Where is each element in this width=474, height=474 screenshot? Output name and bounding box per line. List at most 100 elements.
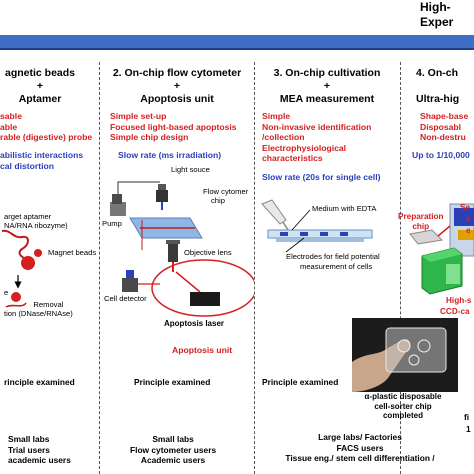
panel4-e-label: e [466, 226, 471, 235]
panel2-pros: Simple set-up Focused light-based apopto… [110, 111, 237, 143]
panel2-objective-label: Objective lens [184, 248, 232, 257]
panel2-light-label: Light souce [171, 165, 210, 174]
panel2-flow-line2: chip [211, 196, 225, 205]
panel3-pro-4: Electrophysiological [262, 142, 347, 153]
panel3-user-2: FACS users [336, 442, 384, 453]
plastic-chip-icon [385, 327, 447, 373]
panel2-user-1: Small labs [152, 434, 194, 444]
panel1-beads-label: Magnet beads [48, 248, 97, 257]
divider-2 [254, 62, 255, 474]
panel1-title-line3: Aptamer [18, 93, 62, 105]
panel4-diagram [409, 203, 474, 295]
panel2-cons: Slow rate (ms irradiation) [118, 150, 222, 160]
panel1-title: agnetic beads + Aptamer [0, 67, 90, 106]
flow-chip-icon [129, 217, 203, 239]
panel4-se-label: Se [460, 203, 471, 212]
panel2-pro-2: Focused light-based apoptosis [110, 121, 237, 132]
cell-detector-icon [122, 270, 138, 292]
panel3-pros: Simple Non-invasive identification /coll… [262, 111, 371, 164]
panel1-target-line2: NA/RNA ribozyme) [4, 221, 68, 230]
panel4-ccd-label: CCD-ca [440, 307, 470, 316]
divider-1 [99, 62, 100, 474]
panel3-pro-3: /collection [262, 132, 305, 142]
objective-lens-icon [166, 240, 180, 262]
panel3-cons: Slow rate (20s for single cell) [262, 172, 381, 182]
panel4-s-label: s [466, 214, 471, 223]
panel1-user-2: Trial users [8, 444, 50, 455]
panel1-removal-line1: Removal [33, 300, 64, 309]
panel2-detector-label: Cell detector [104, 294, 147, 303]
panel2-laser-label: Apoptosis laser [164, 319, 225, 328]
panel2-principle: Principle examined [134, 377, 211, 387]
panel2-title: 2. On-chip flow cytometer + Apoptosis un… [100, 67, 254, 106]
header-title: High- Exper [420, 0, 474, 30]
panel2-unit-label: Apoptosis unit [172, 345, 233, 355]
panel3-title-line1: 3. On-chip cultivation [273, 67, 381, 79]
panel1-removal-line2: tion (DNase/RNAse) [4, 309, 73, 318]
panel1-principle: rinciple examined [4, 377, 75, 387]
panel2-pro-3: Simple chip design [110, 132, 189, 142]
panel4-high-label: High-s [446, 296, 472, 305]
panel4-prep-label: Preparation chip [398, 212, 444, 231]
panel2-flow-label: Flow cytomer chip [203, 187, 248, 205]
panel4-title-line3: Ultra-hig [416, 93, 460, 105]
ccd-camera-icon [421, 247, 463, 295]
panel1-con-2: cal distortion [0, 160, 54, 171]
panel3-electrodes-line2: measurement of cells [300, 261, 373, 271]
panel1-title-line2: + [36, 80, 44, 92]
pump-icon [110, 194, 126, 216]
apoptosis-laser-icon [175, 271, 220, 306]
panel1-user-3: academic users [8, 455, 71, 465]
panel2-title-line3: Apoptosis unit [140, 93, 214, 105]
panel4-pro-2: Disposabl [420, 121, 462, 132]
divider-3 [400, 62, 401, 474]
panel1-pro-3: rable (digestive) probe [0, 132, 93, 142]
panel1-user-1: Small labs [8, 434, 50, 444]
sorter-chip-photo [352, 318, 458, 392]
panel1-pros: sable able rable (digestive) probe [0, 111, 92, 143]
panel3-pro-1: Simple [262, 111, 291, 121]
panel1-pro-2: able [0, 121, 18, 132]
magnet-bead-icon [21, 256, 35, 270]
panel1-e-label: e [4, 288, 9, 297]
magnet-bead-small-icon [34, 249, 42, 257]
panel3-caption-line2: cell-sorter chip [374, 401, 432, 411]
panel3-title-line3: MEA measurement [279, 93, 375, 105]
panel3-user-3: Tissue eng./ stem cell differentiation / [285, 453, 435, 463]
preparation-chip-icon [409, 229, 444, 245]
panel1-users: Small labs Trial users academic users [8, 434, 71, 466]
panel3-users: Large labs/ Factories FACS users Tissue … [280, 432, 440, 464]
panel3-electrodes-label: Electrodes for field potential measureme… [286, 252, 380, 271]
panel2-users: Small labs Flow cytometer users Academic… [130, 434, 216, 466]
panel2-user-3: Academic users [140, 455, 206, 465]
panel2-pump-label: Pump [102, 219, 122, 228]
aptamer-strand-icon [1, 229, 31, 260]
panel4-prep-line1: Preparation [398, 212, 444, 221]
panel3-title: 3. On-chip cultivation + MEA measurement [254, 67, 400, 106]
panel1-pro-1: sable [0, 111, 22, 121]
panel3-caption-line3: completed [382, 411, 423, 420]
panel4-cons: Up to 1/10,000 [412, 150, 470, 160]
panel1-target-line1: arget aptamer [4, 212, 52, 221]
apoptosis-unit-ring [151, 259, 254, 317]
panel1-diagram [1, 229, 42, 308]
panel3-caption-line1: α-plastic disposable [364, 392, 442, 401]
panel4-title-line1: 4. On-ch [416, 67, 459, 79]
panel1-target-label: arget aptamer NA/RNA ribozyme) [4, 212, 68, 230]
panel4-pro-1: Shape-base [420, 111, 469, 121]
header-line-2: Exper [420, 15, 454, 29]
panel2-pro-1: Simple set-up [110, 111, 167, 121]
panel1-con-1: abilistic interactions [0, 150, 84, 160]
culture-chip-icon [267, 229, 373, 242]
top-banner [0, 35, 474, 49]
panel3-user-1: Large labs/ Factories [318, 432, 402, 442]
header-line-1: High- [420, 0, 451, 14]
panel3-medium-label: Medium with EDTA [312, 204, 377, 213]
top-banner-rule [0, 48, 474, 50]
panel3-diagram [261, 199, 373, 253]
panel1-removal-label: Removal tion (DNase/RNAse) [4, 300, 73, 318]
pipette-icon [261, 199, 289, 231]
sorter-stage-icon [449, 203, 474, 257]
panel4-fi: fi [464, 412, 470, 422]
panel4-title: 4. On-ch Ultra-hig [416, 67, 474, 106]
